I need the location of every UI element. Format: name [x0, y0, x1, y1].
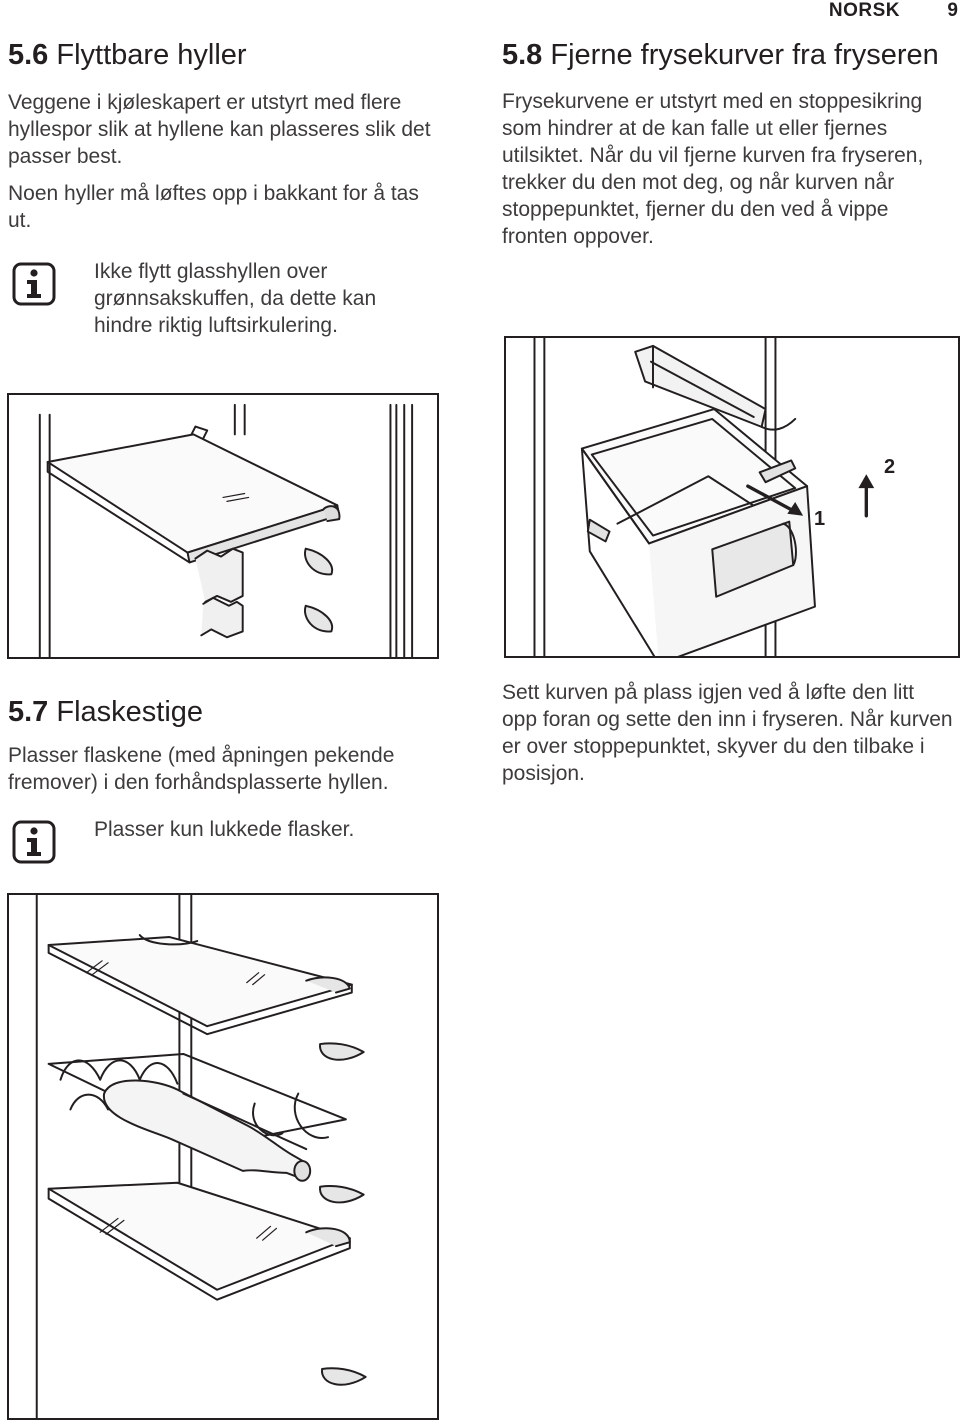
- freezer-basket-illustration: 1 2: [504, 336, 960, 658]
- section-5-8-paragraph: Frysekurvene er utstyrt med en stoppesik…: [502, 90, 924, 248]
- shelf-illustration: [7, 393, 439, 659]
- section-5-6-number: 5.6: [8, 39, 49, 71]
- bottle-rack-illustration: [7, 893, 439, 1420]
- section-5-6-note: Ikke flytt glasshyllen over grønnsakskuf…: [94, 260, 377, 337]
- section-5-6-title: Flyttbare hyller: [56, 39, 247, 71]
- section-5-8-heading: 5.8 Fjerne frysekurver fra fryseren: [502, 38, 952, 73]
- arrow-label-1: 1: [814, 508, 826, 530]
- info-icon: [12, 820, 56, 869]
- section-5-6-paragraph-1: Veggene i kjøleskapert er utstyrt med fl…: [8, 91, 431, 168]
- section-5-7-title: Flaskestige: [56, 696, 204, 728]
- section-5-6-paragraph-2: Noen hyller må løftes opp i bakkant for …: [8, 182, 419, 232]
- section-5-6: 5.6 Flyttbare hyller Veggene i kjøleskap…: [8, 38, 448, 234]
- section-5-7-heading: 5.7 Flaskestige: [8, 695, 458, 730]
- info-icon: [12, 262, 56, 311]
- section-5-6-heading: 5.6 Flyttbare hyller: [8, 38, 448, 73]
- page-number: 9: [947, 0, 958, 21]
- section-5-8-number: 5.8: [502, 39, 543, 71]
- section-5-7-note: Plasser kun lukkede flasker.: [94, 818, 355, 841]
- arrow-label-2: 2: [884, 456, 896, 478]
- section-5-7: 5.7 Flaskestige Plasser flaskene (med åp…: [8, 695, 458, 796]
- section-5-8-title: Fjerne frysekurver fra fryseren: [550, 39, 939, 71]
- section-5-8: 5.8 Fjerne frysekurver fra fryseren Frys…: [502, 38, 952, 250]
- header-language: NORSK: [828, 0, 900, 21]
- section-5-7-paragraph: Plasser flaskene (med åpningen pekende f…: [8, 744, 395, 794]
- section-5-8-paragraph-2: Sett kurven på plass igjen ved å løfte d…: [502, 681, 953, 785]
- section-5-7-number: 5.7: [8, 696, 49, 728]
